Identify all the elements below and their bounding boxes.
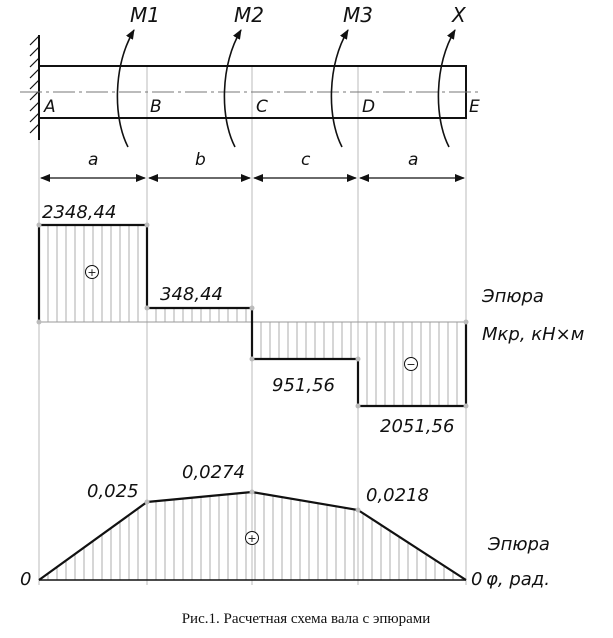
angle-plus-sign-circle [245,531,259,545]
torque-value-de: 2051,56 [380,416,454,437]
angle-diagram: + [38,489,467,581]
moment-label-m3: M3 [343,3,373,27]
torque-value-bc: 348,44 [160,284,223,305]
angle-value-c: 0,0274 [182,462,245,483]
dimension-label-b: b [195,150,206,170]
torque-diagram-title: Эпюра [481,286,544,307]
section-label-c: C [256,97,268,117]
torque-value-ab: 2348,44 [42,202,116,223]
moment-arrow-m2 [223,29,242,148]
angle-hatch [47,492,463,580]
shaft [20,65,480,119]
torque-minus-sign-circle [404,357,418,371]
angle-diagram-title: Эпюра [487,534,550,555]
angle-plus-sign: + [247,532,256,545]
torque-value-cd: 951,56 [272,375,335,396]
dimension-label-c: c [301,150,311,170]
moment-arrow-m3 [330,29,349,148]
section-label-a: A [43,97,56,117]
moment-arrows [116,29,456,148]
dimension-label-a: a [88,150,98,170]
dimension-label-a2: a [408,150,418,170]
moment-label-x: X [451,3,467,27]
torque-nodes [36,222,469,409]
section-label-d: D [362,97,375,117]
angle-value-a: 0 [20,569,31,590]
moment-arrow-x [437,29,456,148]
torque-hatch [47,225,458,406]
angle-value-b: 0,025 [87,481,139,502]
moment-label-m2: M2 [234,3,264,27]
angle-nodes [144,489,361,513]
angle-value-d: 0,0218 [366,485,429,506]
angle-value-e: 0 [471,569,482,590]
torque-plus-sign: + [87,266,96,279]
torque-outline [37,223,468,408]
moment-arrow-m1 [116,29,135,148]
wall-support [29,35,40,140]
torque-minus-sign: − [406,358,415,371]
torque-diagram-unit: Mкр, кН×м [482,324,584,345]
torque-diagram: + − [36,222,469,409]
section-label-b: B [150,97,162,117]
angle-diagram-unit: φ, рад. [486,569,550,590]
torque-plus-sign-circle [85,265,99,279]
moment-label-m1: M1 [130,3,160,27]
section-label-e: E [469,97,480,117]
figure-caption: Рис.1. Расчетная схема вала с эпюрами [182,611,431,627]
